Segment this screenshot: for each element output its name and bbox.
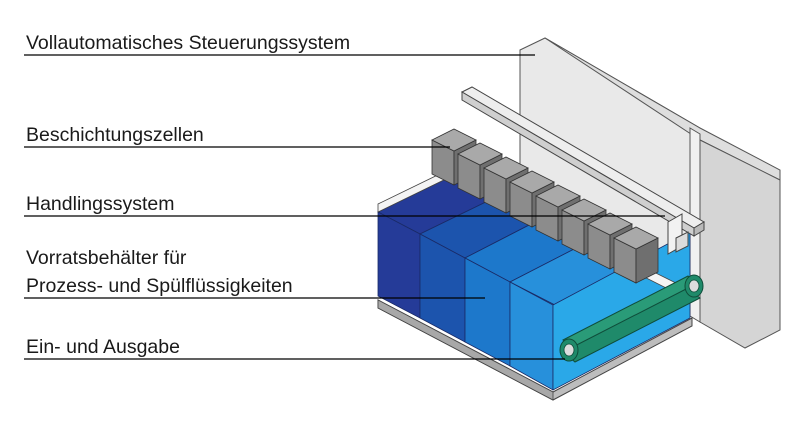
label-reservoir-line1: Vorratsbehälter für [26,247,187,269]
label-coating-cells: Beschichtungszellen [26,124,204,146]
io-conveyor [559,274,704,363]
leader-lines [24,54,665,360]
machine-base [377,299,693,401]
label-io: Ein- und Ausgabe [26,336,180,358]
label-handling-system: Handlingssystem [26,193,175,215]
handling-rail [460,86,705,255]
label-control-system: Vollautomatisches Steuerungssystem [26,32,351,54]
label-reservoir-line2: Prozess- und Spülflüssigkeiten [26,275,293,297]
coating-cell [613,226,659,284]
